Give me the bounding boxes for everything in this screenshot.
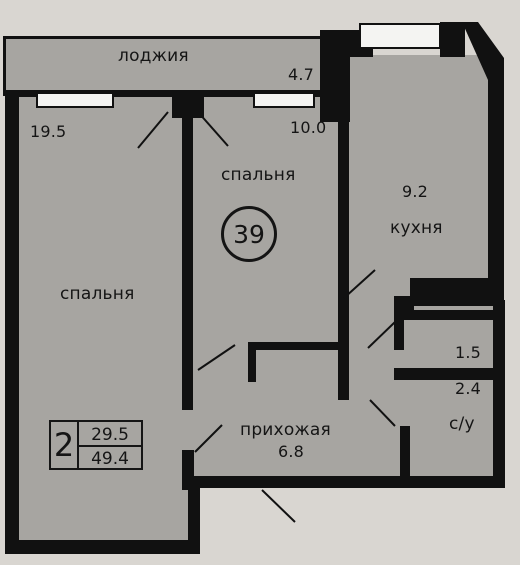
room-area-bedroom-small: 10.0 xyxy=(290,118,327,137)
window-large-bedroom xyxy=(36,92,114,108)
room-name-loggia: лоджия xyxy=(118,46,189,66)
window-kitchen xyxy=(359,23,441,49)
room-area-loggia: 4.7 xyxy=(288,65,315,84)
room-area-kitchen: 9.2 xyxy=(402,182,429,201)
room-name-bathroom: с/у xyxy=(449,414,475,434)
total-area: 49.4 xyxy=(91,449,129,469)
door-swings xyxy=(137,111,396,523)
area-summary-box: 29.5 49.4 xyxy=(79,420,143,470)
room-area-closet: 1.5 xyxy=(455,343,482,362)
room-count-box: 2 xyxy=(49,420,79,470)
apartment-number-badge: 39 xyxy=(221,206,277,262)
windows xyxy=(36,23,441,108)
room-name-bedroom-small: спальня xyxy=(221,165,296,185)
area-divider xyxy=(79,445,141,447)
room-area-bathroom: 2.4 xyxy=(455,379,482,398)
room-area-hallway: 6.8 xyxy=(278,442,305,461)
room-area-bedroom-large: 19.5 xyxy=(30,122,67,141)
window-small-bedroom xyxy=(253,92,315,108)
living-area: 29.5 xyxy=(91,425,129,445)
room-name-hallway: прихожая xyxy=(240,420,331,440)
walls xyxy=(3,22,505,554)
room-name-bedroom-large: спальня xyxy=(60,284,135,304)
room-name-kitchen: кухня xyxy=(390,218,443,238)
